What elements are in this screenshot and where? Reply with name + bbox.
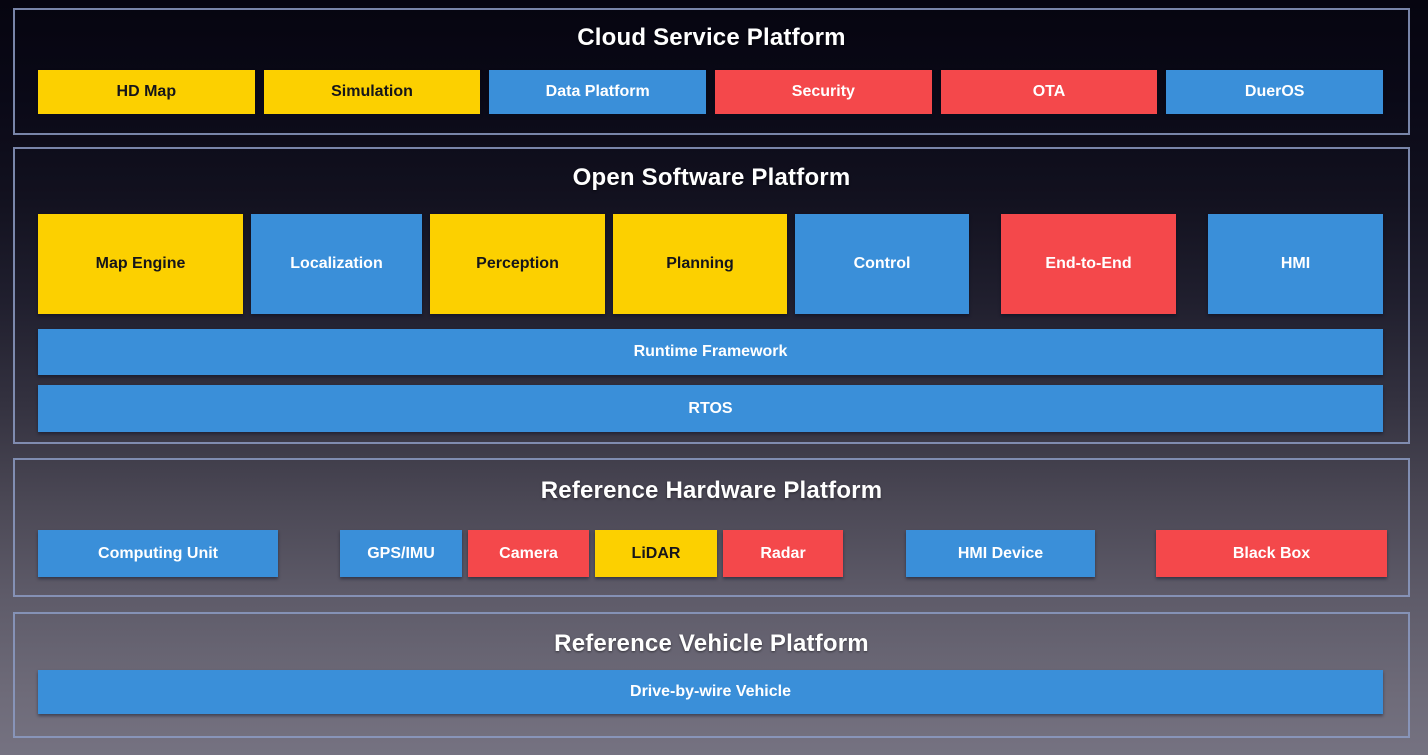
rtos-bar: RTOS (38, 385, 1383, 432)
box-rtos: RTOS (38, 385, 1383, 432)
hardware-row: Computing Unit GPS/IMU Camera LiDAR Radar HMI… (38, 530, 1387, 577)
box-label: Simulation (331, 83, 413, 100)
box-label: RTOS (688, 399, 733, 417)
box-hmi-device: HMI Device (906, 530, 1095, 577)
box-label: Data Platform (545, 83, 650, 100)
box-simulation: Simulation (263, 70, 481, 114)
section-title: Cloud Service Platform (577, 24, 846, 51)
section-open-software-platform: Open Software Platform Map Engine Localiz… (13, 147, 1410, 444)
section-reference-vehicle-platform: Reference Vehicle Platform Drive-by-wire… (13, 612, 1410, 738)
box-hmi: HMI (1208, 214, 1383, 314)
box-label: End-to-End (1045, 255, 1132, 272)
box-label: Runtime Framework (633, 343, 788, 360)
section-title: Open Software Platform (572, 164, 851, 191)
box-black-box: Black Box (1156, 530, 1387, 577)
box-label: Perception (476, 255, 559, 272)
box-label: Computing Unit (98, 544, 218, 562)
box-ota: OTA (940, 70, 1158, 114)
box-label: Localization (290, 255, 383, 272)
runtime-framework-bar: Runtime Framework (38, 329, 1383, 375)
box-label: Black Box (1232, 544, 1311, 562)
box-data-platform: Data Platform (489, 70, 707, 114)
box-radar: Radar (723, 530, 843, 577)
box-runtime-framework: Runtime Framework (38, 329, 1383, 375)
section-title: Reference Vehicle Platform (554, 630, 869, 657)
section-cloud-service-platform: Cloud Service Platform HD Map Simulation D… (13, 8, 1410, 135)
box-hd-map: HD Map (38, 70, 255, 114)
box-label: Control (853, 255, 911, 272)
box-label: Drive-by-wire Vehicle (630, 683, 791, 700)
box-label: Planning (666, 255, 734, 272)
box-lidar: LiDAR (595, 530, 717, 577)
box-camera: Camera (468, 530, 589, 577)
box-label: DuerOS (1244, 83, 1305, 100)
box-label: Map Engine (95, 255, 186, 272)
section-reference-hardware-platform: Reference Hardware Platform Computing Un… (13, 458, 1410, 597)
box-label: HD Map (116, 83, 177, 100)
software-modules-row: Map Engine Localization Perception Planning… (38, 214, 1383, 314)
box-drive-by-wire-vehicle: Drive-by-wire Vehicle (38, 670, 1383, 714)
box-security: Security (715, 70, 932, 114)
vehicle-row: Drive-by-wire Vehicle (38, 670, 1383, 714)
section-title: Reference Hardware Platform (540, 477, 883, 504)
box-label: Security (791, 83, 855, 100)
box-map-engine: Map Engine (38, 214, 243, 314)
box-label: LiDAR (631, 544, 681, 562)
box-label: HMI (1280, 255, 1311, 272)
box-gps-imu: GPS/IMU (340, 530, 462, 577)
box-perception: Perception (430, 214, 605, 314)
box-label: GPS/IMU (367, 544, 435, 562)
box-localization: Localization (251, 214, 422, 314)
box-end-to-end: End-to-End (1001, 214, 1176, 314)
box-label: HMI Device (957, 544, 1044, 562)
box-control: Control (795, 214, 969, 314)
box-computing-unit: Computing Unit (38, 530, 278, 577)
box-dueros: DuerOS (1166, 70, 1384, 114)
box-label: OTA (1032, 83, 1066, 100)
box-planning: Planning (613, 214, 787, 314)
box-label: Camera (499, 544, 558, 562)
cloud-services-row: HD Map Simulation Data Platform Security OTA… (38, 70, 1384, 114)
box-label: Radar (760, 544, 806, 562)
